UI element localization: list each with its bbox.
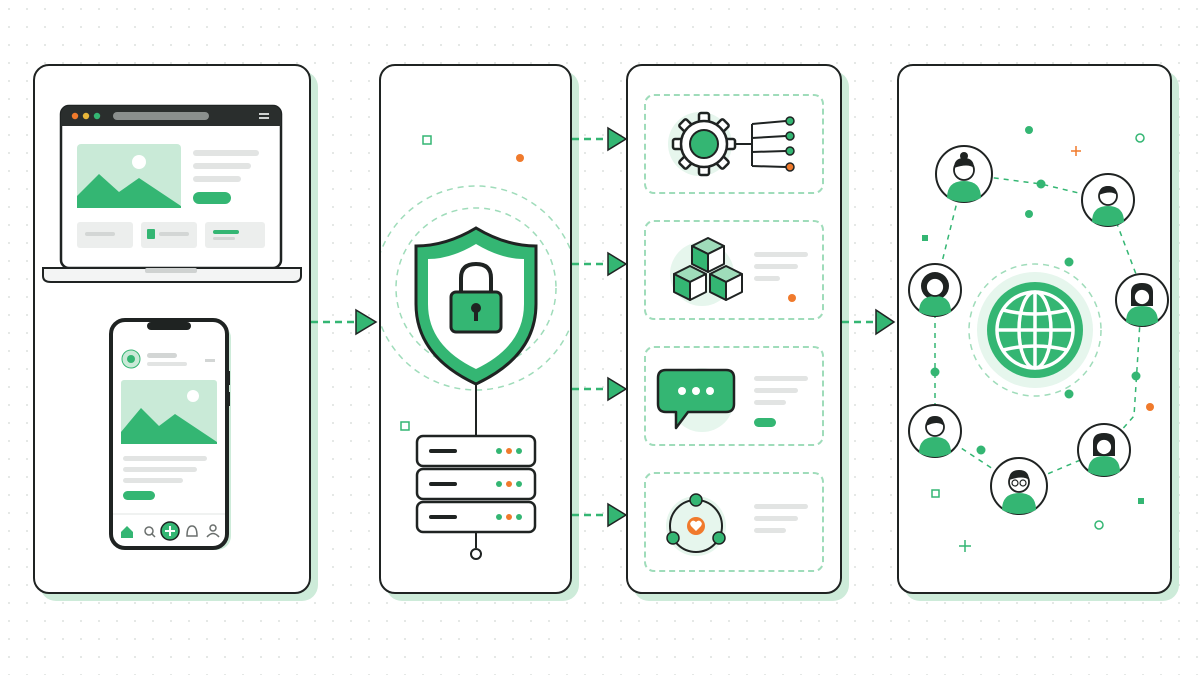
network-panel	[897, 64, 1172, 594]
server-stack-icon	[415, 434, 537, 534]
shield-lock-icon	[414, 226, 538, 386]
network-illustration	[908, 126, 1169, 552]
user-avatar-icon	[990, 457, 1048, 515]
security-panel	[379, 64, 572, 594]
user-avatar-icon	[908, 263, 962, 317]
dashed-arrow-icon	[572, 502, 628, 528]
chat-bubble-icon	[656, 368, 736, 432]
dashed-arrow-icon	[842, 308, 896, 336]
dashed-arrow-icon	[311, 308, 378, 336]
cubes-icon	[670, 237, 743, 306]
gear-network-icon	[668, 111, 795, 177]
heart-community-icon	[666, 493, 726, 556]
square-dot-icon	[400, 421, 410, 431]
dashed-arrow-icon	[572, 126, 628, 152]
services-illustration	[656, 111, 808, 556]
security-illustration	[381, 135, 570, 560]
devices-panel	[33, 64, 311, 594]
laptop-icon	[42, 104, 302, 283]
service-card-integrations	[644, 94, 824, 194]
user-avatar-icon	[1081, 173, 1135, 227]
service-card-messaging	[644, 346, 824, 446]
globe-icon	[977, 272, 1093, 388]
smartphone-icon	[109, 318, 231, 550]
user-avatar-icon	[935, 145, 993, 203]
dashed-arrow-icon	[572, 376, 628, 402]
services-panel	[626, 64, 842, 594]
service-card-community	[644, 472, 824, 572]
square-dot-icon	[422, 135, 432, 145]
orange-dot-icon	[516, 154, 524, 162]
user-avatar-icon	[1115, 273, 1169, 327]
user-avatar-icon	[908, 404, 962, 458]
service-card-modules	[644, 220, 824, 320]
dashed-arrow-icon	[572, 251, 628, 277]
user-avatar-icon	[1077, 423, 1131, 477]
devices-illustration	[42, 104, 302, 550]
